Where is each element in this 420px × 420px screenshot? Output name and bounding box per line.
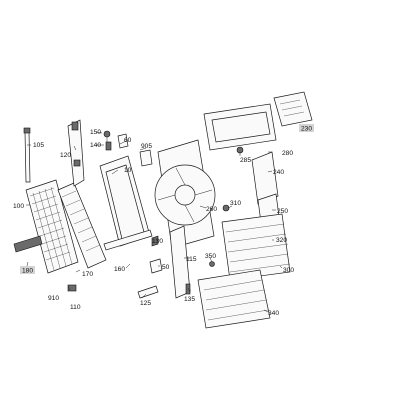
label-180: 180 bbox=[22, 268, 33, 275]
label-300: 300 bbox=[283, 267, 294, 274]
label-310: 310 bbox=[230, 200, 241, 207]
label-60: 60 bbox=[124, 137, 132, 144]
part-340-lower-panel bbox=[197, 269, 271, 329]
label-170: 170 bbox=[82, 271, 93, 278]
part-125-bracket bbox=[137, 285, 159, 299]
part-100-condenser bbox=[25, 179, 79, 274]
label-905: 905 bbox=[141, 143, 152, 150]
label-340: 340 bbox=[268, 310, 279, 317]
part-160-seal-strip bbox=[103, 229, 153, 251]
label-110: 110 bbox=[70, 304, 81, 311]
part-140-clip bbox=[105, 141, 112, 151]
label-230-box bbox=[299, 124, 314, 132]
label-140: 140 bbox=[90, 142, 101, 149]
label-150: 150 bbox=[90, 129, 101, 136]
part-280-upper-member bbox=[203, 103, 277, 151]
label-115: 115 bbox=[186, 256, 197, 263]
label-130: 130 bbox=[152, 238, 163, 245]
part-910-connector bbox=[67, 284, 77, 292]
label-285: 285 bbox=[240, 157, 251, 164]
label-320: 320 bbox=[276, 237, 287, 244]
part-120-side-bracket bbox=[67, 119, 85, 187]
label-910: 910 bbox=[48, 295, 59, 302]
label-105: 105 bbox=[33, 142, 44, 149]
part-350-fastener bbox=[209, 261, 215, 267]
part-130-fitting bbox=[151, 235, 159, 247]
label-260: 260 bbox=[206, 206, 217, 213]
label-240: 240 bbox=[273, 169, 284, 176]
part-310-fitting bbox=[222, 204, 230, 212]
part-170-cooler bbox=[57, 182, 107, 269]
label-100: 100 bbox=[13, 203, 24, 210]
label-160: 160 bbox=[114, 266, 125, 273]
part-300-air-shutter bbox=[221, 213, 291, 281]
part-135-bolt bbox=[185, 283, 191, 295]
label-230: 230 bbox=[301, 126, 312, 133]
label-350: 350 bbox=[205, 253, 216, 260]
part-230-module bbox=[273, 91, 313, 127]
part-905-mount bbox=[139, 149, 153, 167]
part-240-deflector bbox=[251, 151, 279, 205]
part-180-bracket bbox=[13, 235, 43, 253]
label-125: 125 bbox=[140, 300, 151, 307]
part-260-fan-shroud bbox=[154, 139, 216, 249]
label-50: 50 bbox=[162, 264, 170, 271]
leader-lines bbox=[25, 131, 283, 313]
label-120: 120 bbox=[60, 152, 71, 159]
label-10: 10 bbox=[124, 167, 132, 174]
label-135: 135 bbox=[184, 296, 195, 303]
part-50-clip bbox=[149, 258, 163, 274]
label-280: 280 bbox=[282, 150, 293, 157]
label-250: 250 bbox=[277, 208, 288, 215]
part-60-fitting bbox=[117, 133, 129, 149]
label-180-box bbox=[20, 266, 35, 274]
part-labels: 105 120 150 140 60 905 10 100 180 170 91… bbox=[13, 124, 314, 317]
part-105-rod bbox=[23, 127, 31, 183]
